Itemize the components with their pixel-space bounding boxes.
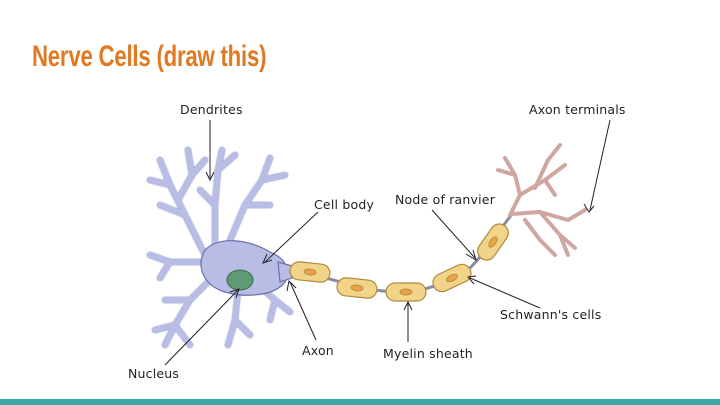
label-schwanns-cells: Schwann's cells xyxy=(500,307,602,322)
label-myelin-sheath: Myelin sheath xyxy=(383,346,473,361)
leader-lines xyxy=(164,119,611,366)
schwann-cell xyxy=(432,263,472,293)
bottom-accent-bar xyxy=(0,399,720,405)
label-axon-terminals: Axon terminals xyxy=(529,102,626,117)
myelin-sheath xyxy=(289,223,509,302)
label-node-of-ranvier: Node of ranvier xyxy=(395,192,496,207)
axon-terminals xyxy=(496,143,587,257)
dendrites xyxy=(147,147,293,348)
schwann-cell xyxy=(477,223,509,261)
schwann-cell xyxy=(289,261,331,283)
schwann-cell xyxy=(385,282,427,302)
label-cell-body: Cell body xyxy=(314,197,375,212)
cell-body xyxy=(200,240,289,296)
schwann-cell xyxy=(336,277,378,299)
slide-title: Nerve Cells (draw this) xyxy=(32,40,267,73)
nucleus xyxy=(226,269,254,291)
label-dendrites: Dendrites xyxy=(180,102,243,117)
label-nucleus: Nucleus xyxy=(128,366,180,381)
axon-hillock xyxy=(277,261,293,283)
label-axon: Axon xyxy=(302,343,334,358)
